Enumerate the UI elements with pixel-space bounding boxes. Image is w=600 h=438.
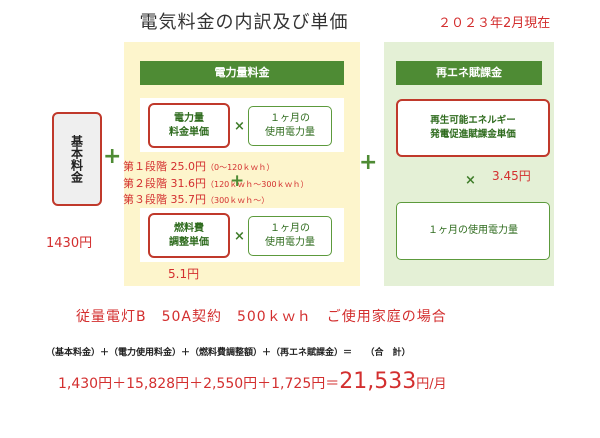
plus-sign-1: + bbox=[103, 144, 122, 169]
times-sign-3: × bbox=[465, 173, 476, 188]
formula-text: （基本料金）＋（電力使用料金）＋（燃料費調整額）＋（再エネ賦課金）＝ （合 計） bbox=[46, 348, 411, 358]
plus-sign-tier: + bbox=[230, 171, 245, 191]
renewable-unit-price-value: 3.45円 bbox=[492, 169, 531, 183]
basic-fee-box: 基本料金 bbox=[52, 112, 102, 206]
tier-3-price: 35.7円 bbox=[170, 193, 207, 206]
tier-2-price: 31.6円 bbox=[170, 177, 207, 190]
condition-text: 従量電灯B 50A契約 500ｋｗｈ ご使用家庭の場合 bbox=[76, 309, 447, 325]
total-unit: 円/月 bbox=[416, 377, 447, 392]
renewable-usage-box: １ヶ月の使用電力量 bbox=[396, 202, 550, 260]
tier-3-label: 第３段階 bbox=[123, 193, 167, 206]
tier-3: 第３段階 35.7円（300ｋｗｈ～） bbox=[123, 191, 269, 207]
total-line: 1,430円＋15,828円＋2,550円＋1,725円＝21,533円/月 bbox=[58, 369, 447, 394]
basic-fee-value: 1430円 bbox=[46, 236, 93, 251]
page-title: 電気料金の内訳及び単価 bbox=[139, 12, 349, 33]
times-sign-1: × bbox=[234, 119, 245, 134]
total-amount: 21,533 bbox=[339, 369, 417, 394]
tier-1-price: 25.0円 bbox=[170, 160, 207, 173]
power-header: 電力量料金 bbox=[140, 61, 344, 85]
times-sign-2: × bbox=[234, 229, 245, 244]
tier-1: 第１段階 25.0円（0～120ｋｗｈ） bbox=[123, 158, 274, 174]
fuel-adjustment-value: 5.1円 bbox=[168, 267, 200, 281]
tier-2-range: （120ｋｗｈ～300ｋｗｈ） bbox=[206, 180, 309, 189]
tier-2-label: 第２段階 bbox=[123, 177, 167, 190]
tier-2: 第２段階 31.6円（120ｋｗｈ～300ｋｗｈ） bbox=[123, 175, 309, 191]
as-of-date: ２０２３年2月現在 bbox=[438, 16, 551, 31]
tier-1-label: 第１段階 bbox=[123, 160, 167, 173]
renewable-header: 再エネ賦課金 bbox=[396, 61, 542, 85]
usage-box-2: １ヶ月の 使用電力量 bbox=[248, 216, 332, 256]
tier-1-range: （0～120ｋｗｈ） bbox=[206, 163, 275, 172]
total-expression: 1,430円＋15,828円＋2,550円＋1,725円＝ bbox=[58, 376, 340, 392]
plus-sign-2: + bbox=[359, 150, 378, 175]
fuel-adjustment-box: 燃料費 調整単価 bbox=[148, 213, 230, 258]
renewable-unit-price-box: 再生可能エネルギー 発電促進賦課金単価 bbox=[396, 99, 550, 157]
usage-box-1: １ヶ月の 使用電力量 bbox=[248, 106, 332, 146]
tier-3-range: （300ｋｗｈ～） bbox=[206, 196, 270, 205]
unit-price-box: 電力量 料金単価 bbox=[148, 103, 230, 148]
